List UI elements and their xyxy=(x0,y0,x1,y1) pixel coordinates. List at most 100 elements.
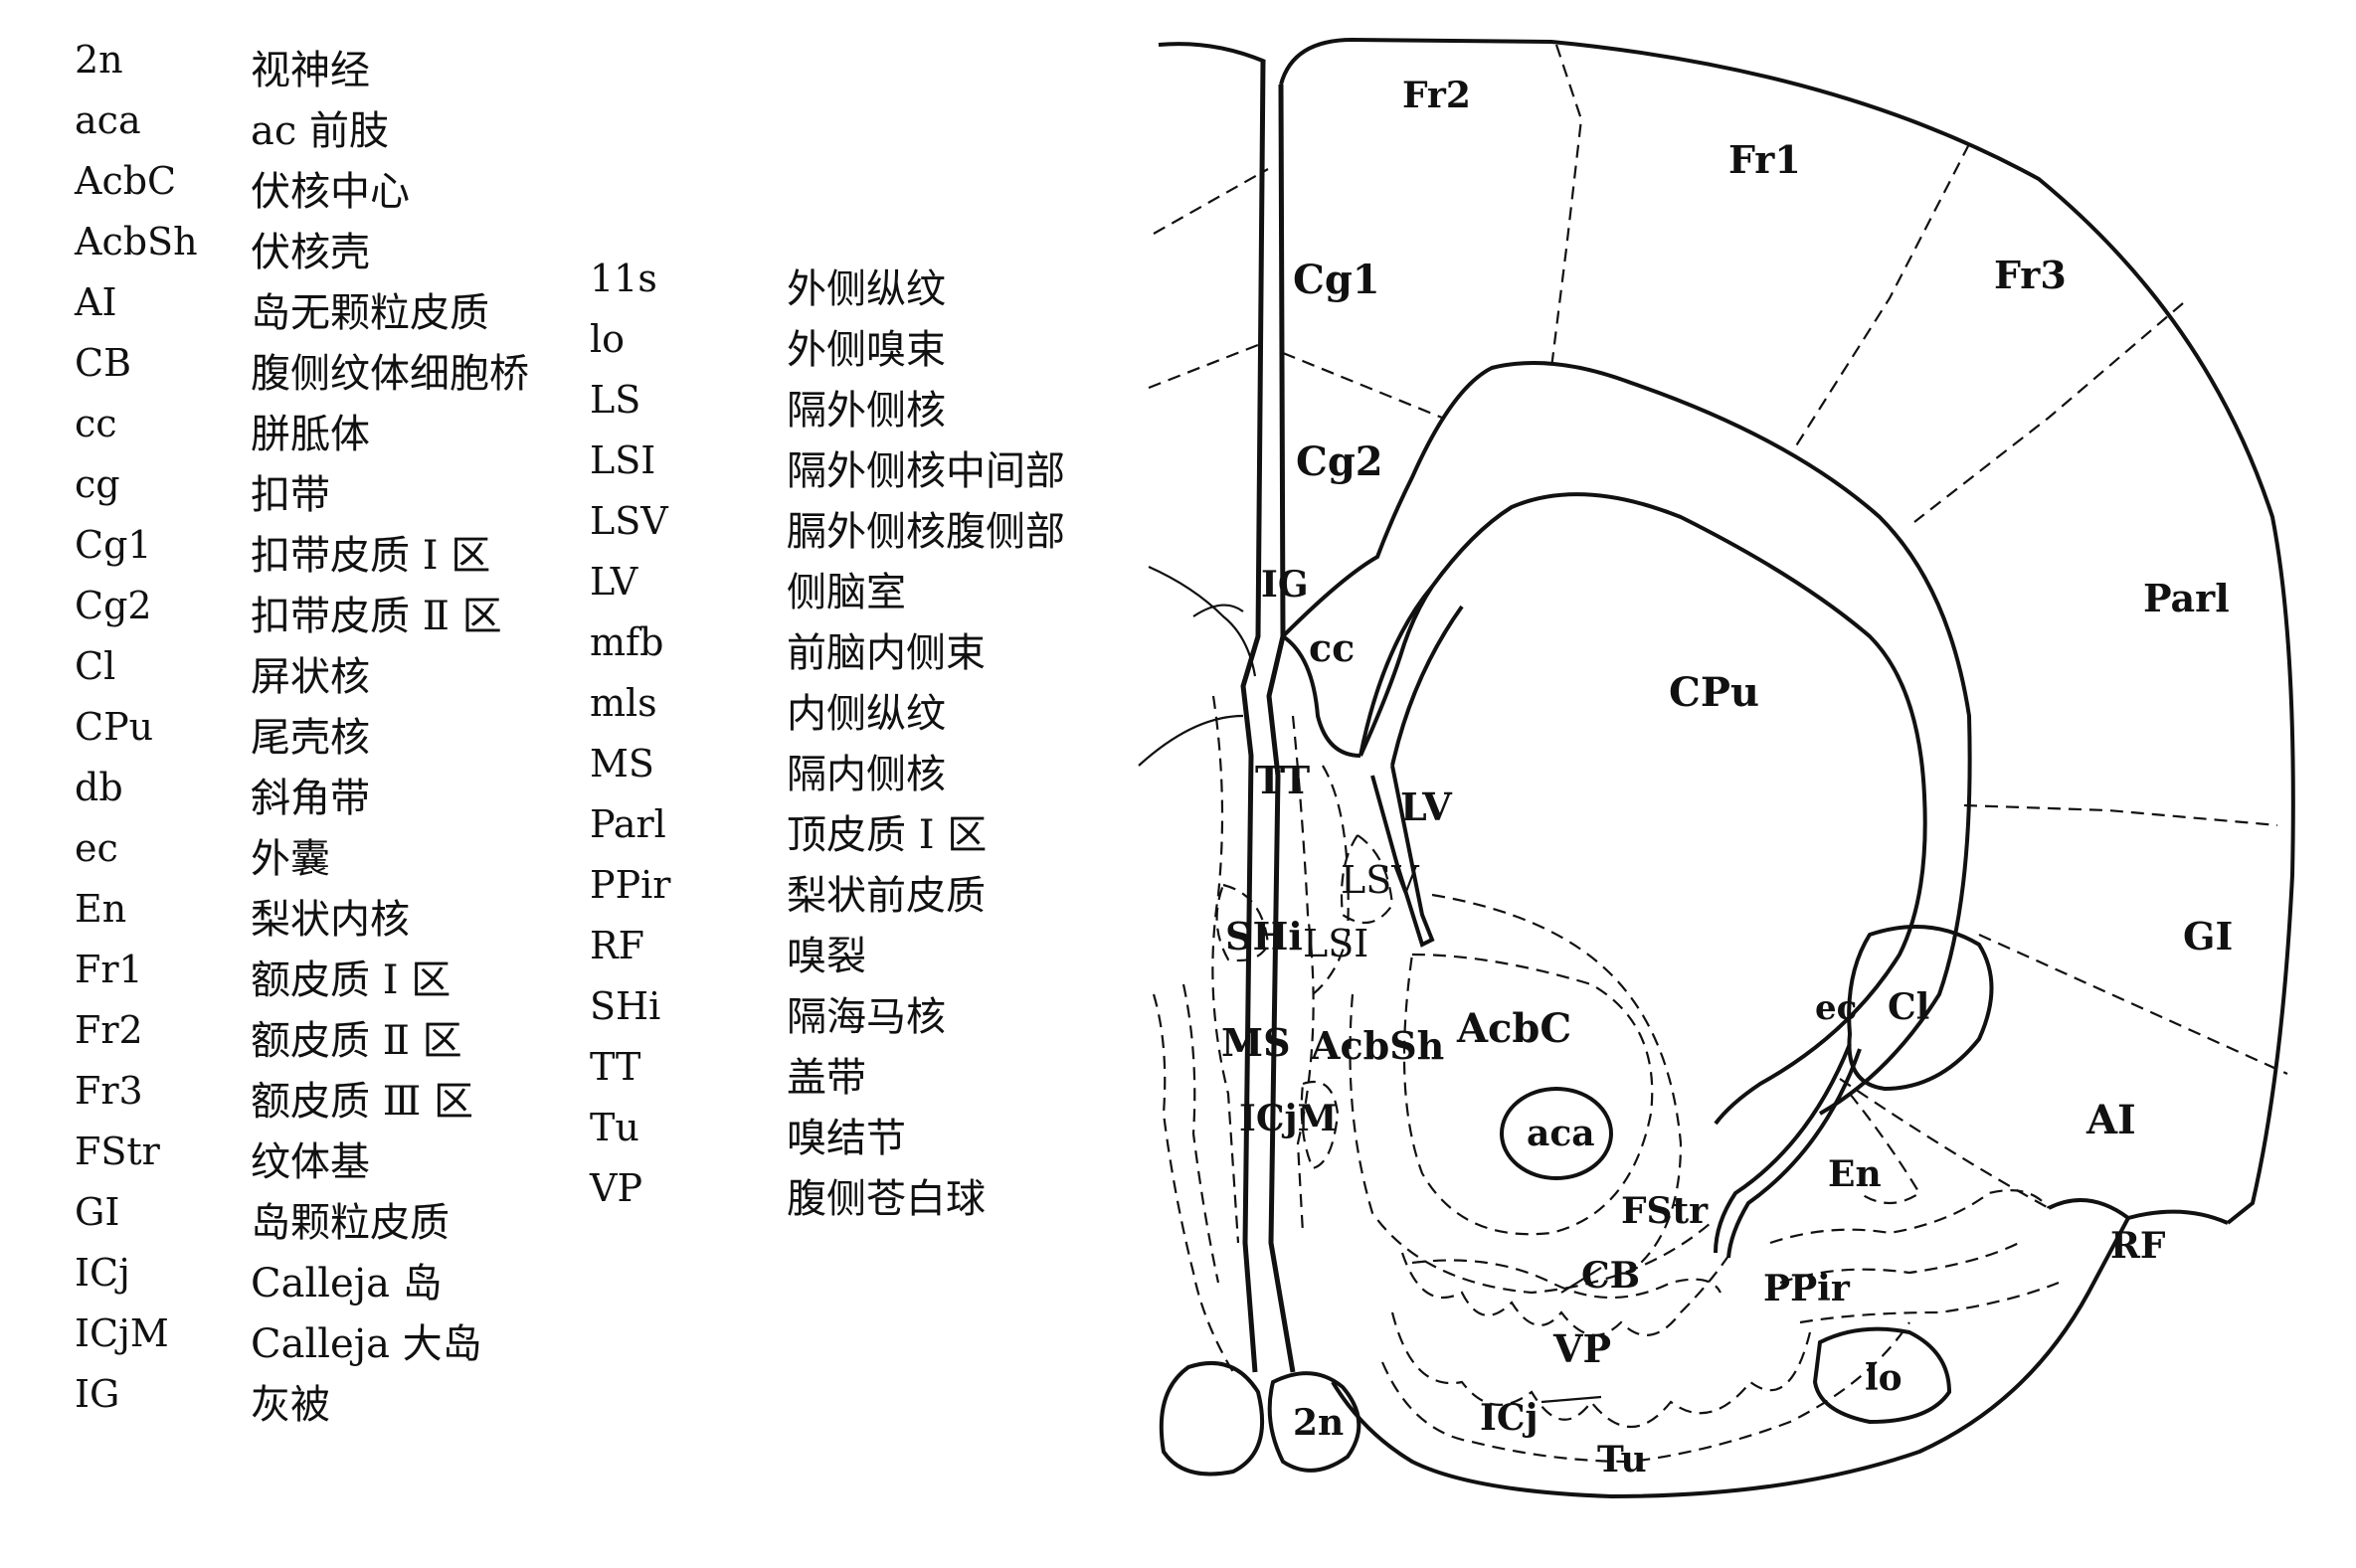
legend-term: ac 前肢 xyxy=(251,108,389,154)
lsi-boundary xyxy=(1312,765,1350,995)
cg-lower-border xyxy=(1148,341,1264,390)
icjm-oval xyxy=(1300,1081,1340,1170)
legend-term: 侧脑室 xyxy=(787,570,906,615)
legend-term: 嗅结节 xyxy=(787,1116,906,1161)
legend-abbreviation: cc xyxy=(75,402,117,445)
brain-section-diagram: Fr2 Fr1 Fr3 Cg1 Cg2 IG cc CPu Parl GI AI… xyxy=(1138,37,2295,1499)
label-2n: 2n xyxy=(1293,1402,1344,1444)
legend-term: 顶皮质 Ⅰ 区 xyxy=(787,812,988,858)
label-vp: VP xyxy=(1552,1326,1611,1371)
legend-term: 额皮质 Ⅱ 区 xyxy=(251,1018,462,1064)
legend-term: 前脑内侧束 xyxy=(787,630,986,676)
legend-abbreviation: LS xyxy=(590,378,641,422)
midline-right xyxy=(1266,84,1296,1373)
legend-abbreviation: RF xyxy=(590,924,644,967)
legend-abbreviation: Cl xyxy=(75,644,116,688)
ec-line-2 xyxy=(1726,1048,1862,1259)
tu-wave-2 xyxy=(1390,1311,1812,1428)
legend-abbreviation: AcbSh xyxy=(75,220,198,263)
label-en: En xyxy=(1828,1153,1882,1195)
aca-ellipse xyxy=(1500,1087,1613,1180)
legend-term: 腹侧纹体细胞桥 xyxy=(251,351,529,397)
ms-right xyxy=(1291,715,1315,1234)
tt-left xyxy=(1138,714,1244,767)
legend-term: 尾壳核 xyxy=(251,715,370,761)
legend-abbreviation: LSI xyxy=(590,438,656,482)
legend-abbreviation: IG xyxy=(75,1372,120,1416)
label-tt: TT xyxy=(1255,758,1310,802)
ai-rf-border xyxy=(1839,1078,2050,1209)
left-outer-dashed-2 xyxy=(1181,983,1220,1284)
legend-term: 岛颗粒皮质 xyxy=(251,1200,450,1246)
legend-term: 外侧嗅束 xyxy=(787,327,946,373)
label-acbsh: AcbSh xyxy=(1310,1023,1444,1068)
label-ig: IG xyxy=(1261,564,1309,606)
legend-term: Calleja 岛 xyxy=(251,1261,443,1307)
optic-nerve-right xyxy=(1267,1371,1361,1473)
lv-wall xyxy=(1359,585,1434,757)
acbc-boundary xyxy=(1402,953,1654,1236)
legend-abbreviation: CB xyxy=(75,341,131,385)
ig-left xyxy=(1148,565,1257,677)
legend-term: 扣带皮质 Ⅰ 区 xyxy=(251,533,491,579)
label-acbc: AcbC xyxy=(1456,1005,1571,1052)
legend-term: 视神经 xyxy=(251,48,370,93)
legend-term: 屏状核 xyxy=(251,654,370,700)
legend-abbreviation: Fr1 xyxy=(75,948,143,991)
legend-abbreviation: Parl xyxy=(590,802,666,846)
fstr-boundary xyxy=(1431,893,1683,1264)
rf-notch xyxy=(2127,1209,2229,1225)
label-lsi: LSI xyxy=(1303,922,1368,965)
label-tu: Tu xyxy=(1597,1439,1647,1481)
lv-wall-2 xyxy=(1390,605,1464,767)
parl-gi-border xyxy=(1963,803,2278,827)
legend-abbreviation: PPir xyxy=(590,863,671,907)
cc-midline-join xyxy=(1281,634,1361,758)
legend-abbreviation: SHi xyxy=(590,984,661,1028)
cl-oval xyxy=(1847,925,1994,1092)
legend-abbreviation: CPu xyxy=(75,705,154,749)
legend-term: Calleja 大岛 xyxy=(251,1321,482,1367)
legend-abbreviation: GI xyxy=(75,1190,120,1234)
legend-term: 隔内侧核 xyxy=(787,752,946,797)
ec-line xyxy=(1714,1043,1852,1254)
legend-abbreviation: TT xyxy=(590,1045,641,1089)
legend-abbreviation: ec xyxy=(75,826,118,870)
legend-abbreviation: lo xyxy=(590,317,626,361)
legend-abbreviation: ICjM xyxy=(75,1311,169,1355)
fr3-parl-border xyxy=(1913,302,2184,523)
legend-abbreviation: VP xyxy=(590,1166,643,1210)
legend-term: 伏核壳 xyxy=(251,230,370,275)
legend-term: 梨状内核 xyxy=(251,897,410,943)
vp-boundary xyxy=(1411,1259,1722,1300)
legend-abbreviation: En xyxy=(75,887,127,931)
legend-abbreviation: ICj xyxy=(75,1251,130,1295)
label-ec: ec xyxy=(1815,988,1857,1028)
legend-term: 外囊 xyxy=(251,836,330,882)
ig-curve xyxy=(1192,604,1244,617)
legend-abbreviation: mls xyxy=(590,681,657,725)
label-icjm: ICjM xyxy=(1239,1098,1337,1139)
ppir-2 xyxy=(1779,1242,2020,1285)
legend-term: 隔外侧核中间部 xyxy=(787,448,1065,494)
label-lv: LV xyxy=(1400,784,1453,829)
legend-abbreviation: FStr xyxy=(75,1130,160,1173)
label-ms: MS xyxy=(1221,1020,1291,1065)
legend-abbreviation: MS xyxy=(590,742,654,785)
label-cg2: Cg2 xyxy=(1296,438,1383,485)
label-aca: aca xyxy=(1527,1113,1595,1154)
en-boundary xyxy=(1849,1093,1921,1204)
legend-abbreviation: 2n xyxy=(75,38,123,82)
legend-term: 额皮质 Ⅲ 区 xyxy=(251,1079,474,1125)
legend-abbreviation: cg xyxy=(75,462,120,506)
legend-term: 内侧纵纹 xyxy=(787,691,946,737)
label-shi: SHi xyxy=(1225,914,1303,958)
gi-ai-border xyxy=(1978,933,2288,1076)
legend-term: 伏核中心 xyxy=(251,169,410,215)
label-ai: AI xyxy=(2085,1097,2136,1143)
legend-abbreviation: Fr3 xyxy=(75,1069,143,1113)
legend-term: 盖带 xyxy=(787,1055,866,1101)
lv-lower xyxy=(1370,765,1435,948)
legend-term: 腹侧苍白球 xyxy=(787,1176,986,1222)
